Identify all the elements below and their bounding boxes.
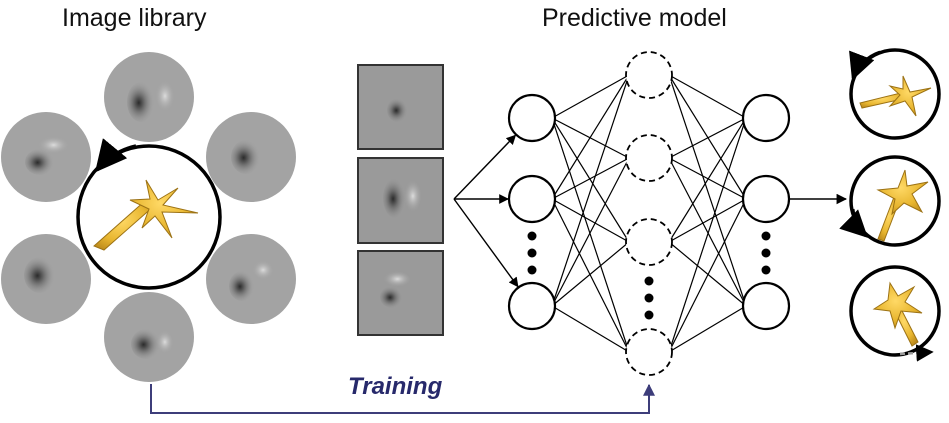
filter-disc-top <box>104 52 194 142</box>
output-layer-node <box>741 281 791 331</box>
predictive-model-title: Predictive model <box>542 4 727 32</box>
network-connection <box>551 198 630 243</box>
network-connection <box>668 157 747 307</box>
network-connection <box>551 157 630 200</box>
output-disc-1 <box>849 48 941 140</box>
input-layer-node <box>507 93 557 143</box>
network-input-arrows <box>453 134 519 288</box>
yellow-star-object-icon <box>872 281 923 347</box>
yellow-star-object-icon <box>876 169 929 242</box>
rotation-arrow-icon <box>849 50 881 81</box>
output-disc-2 <box>839 155 941 247</box>
ellipsis-dot <box>761 231 771 241</box>
network-connection <box>668 241 747 307</box>
network-connection <box>668 198 747 353</box>
network-connection <box>551 157 630 307</box>
output-layer-node <box>741 174 791 224</box>
network-connection <box>668 117 747 353</box>
output-discs <box>839 48 941 362</box>
input-layer-node <box>507 174 557 224</box>
output-disc-3 <box>849 265 941 362</box>
ellipsis-dot <box>644 276 654 286</box>
training-label: Training <box>348 373 443 400</box>
training-arrow <box>150 383 655 414</box>
network-nodes <box>507 51 791 376</box>
input-layer-node <box>507 281 557 331</box>
filter-disc-lower-left <box>1 234 91 324</box>
image-library-ring <box>1 52 296 382</box>
network-connection <box>668 305 747 353</box>
filter-disc-lower-right <box>206 234 296 324</box>
input-arrow <box>453 198 519 288</box>
network-connection <box>668 117 747 159</box>
network-connection <box>668 157 747 200</box>
filter-disc-upper-left <box>1 112 91 202</box>
image-library-title: Image library <box>62 4 207 32</box>
network-connection <box>668 74 747 307</box>
network-connection <box>551 117 630 353</box>
patch-1 <box>357 64 444 150</box>
hidden-layer-node <box>625 218 673 266</box>
ellipsis-dot <box>644 310 654 320</box>
output-layer-node <box>741 93 791 143</box>
network-connection <box>551 198 630 353</box>
ellipsis-dot <box>527 231 537 241</box>
network-connection <box>551 74 630 200</box>
ellipsis-dot <box>761 265 771 275</box>
network-connection <box>668 74 747 119</box>
hidden-layer-node <box>625 134 673 182</box>
rotation-arrow-icon <box>94 138 137 173</box>
ellipsis-dot <box>527 265 537 275</box>
hidden-layer-node <box>625 51 673 99</box>
patch-2 <box>357 157 444 244</box>
network-connection <box>551 74 630 307</box>
network-connection <box>668 74 747 200</box>
rotation-arrow-icon <box>899 344 934 362</box>
network-connection <box>551 74 630 119</box>
ellipsis-dot <box>761 248 771 258</box>
filter-disc-upper-right <box>206 112 296 202</box>
hidden-layer-node <box>625 328 673 376</box>
ellipsis-dot <box>527 248 537 258</box>
patch-3 <box>357 250 444 336</box>
network-connections <box>551 74 747 353</box>
network-connection <box>551 305 630 353</box>
network-connection <box>551 241 630 307</box>
network-connection <box>668 198 747 243</box>
network-connection <box>551 117 630 243</box>
yellow-star-object-icon <box>93 179 199 251</box>
yellow-star-object-icon <box>859 75 932 117</box>
rotation-arrow-icon <box>839 208 868 238</box>
input-arrow <box>453 134 517 200</box>
filter-disc-bottom <box>104 292 194 382</box>
ellipsis-dot <box>644 293 654 303</box>
network-connection <box>668 117 747 243</box>
central-object-disc <box>76 138 222 290</box>
network-ellipsis-dots <box>524 228 774 323</box>
stimulus-patches <box>357 64 444 336</box>
